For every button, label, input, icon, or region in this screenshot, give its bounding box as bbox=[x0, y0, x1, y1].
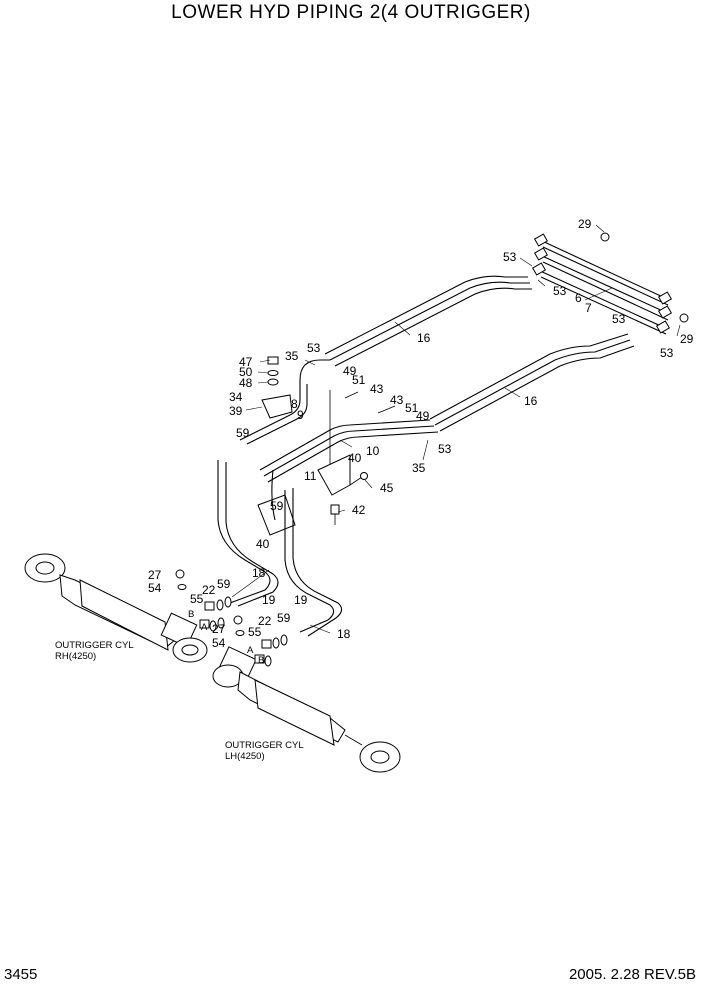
callout-53: 53 bbox=[612, 312, 626, 326]
callout-labels: 29 29 53 53 53 53 53 53 6 7 16 16 47 50 … bbox=[148, 217, 694, 650]
caption-rh-line1: OUTRIGGER CYL bbox=[55, 640, 134, 651]
callout-42: 42 bbox=[352, 503, 366, 517]
callout-29: 29 bbox=[578, 217, 592, 231]
callout-51: 51 bbox=[352, 373, 366, 387]
port-letters: B A A B bbox=[188, 609, 264, 666]
callout-48: 48 bbox=[239, 376, 253, 390]
callout-53: 53 bbox=[307, 341, 321, 355]
caption-lh-line2: LH(4250) bbox=[225, 751, 265, 762]
callout-49: 49 bbox=[416, 409, 430, 423]
callout-8: 8 bbox=[291, 397, 298, 411]
callout-16: 16 bbox=[524, 394, 538, 408]
callout-35: 35 bbox=[412, 461, 426, 475]
callout-47: 47 bbox=[239, 355, 253, 369]
callout-9: 9 bbox=[297, 408, 304, 422]
callout-35: 35 bbox=[285, 349, 299, 363]
port-a-rh: A bbox=[201, 622, 208, 633]
port-b-rh: B bbox=[188, 609, 194, 620]
callout-53: 53 bbox=[438, 442, 452, 456]
outrigger-cylinder-lh bbox=[212, 646, 401, 773]
callout-19: 19 bbox=[262, 593, 276, 607]
callout-45: 45 bbox=[380, 481, 394, 495]
callout-29: 29 bbox=[680, 332, 694, 346]
callout-10: 10 bbox=[366, 444, 380, 458]
callout-34: 34 bbox=[229, 390, 243, 404]
caption-lh-line1: OUTRIGGER CYL bbox=[225, 740, 304, 751]
callout-40: 40 bbox=[348, 451, 362, 465]
callout-54: 54 bbox=[212, 636, 226, 650]
hoses-18-19 bbox=[217, 460, 343, 637]
callout-54: 54 bbox=[148, 581, 162, 595]
callout-27: 27 bbox=[212, 622, 226, 636]
callout-22: 22 bbox=[258, 614, 272, 628]
central-pipes bbox=[239, 359, 439, 483]
callout-7: 7 bbox=[585, 301, 592, 315]
callout-53: 53 bbox=[553, 284, 567, 298]
callout-55: 55 bbox=[248, 625, 262, 639]
fittings-rh bbox=[175, 569, 232, 632]
fittings-lh bbox=[233, 615, 288, 667]
callout-6: 6 bbox=[575, 291, 582, 305]
callout-59: 59 bbox=[270, 499, 284, 513]
callout-27: 27 bbox=[148, 568, 162, 582]
callout-39: 39 bbox=[229, 404, 243, 418]
port-b-lh: B bbox=[258, 655, 264, 666]
callout-18: 18 bbox=[252, 566, 266, 580]
callout-53: 53 bbox=[660, 346, 674, 360]
callout-11: 11 bbox=[304, 469, 317, 483]
callout-40: 40 bbox=[256, 537, 270, 551]
port-a-lh: A bbox=[247, 645, 254, 656]
callout-59: 59 bbox=[236, 426, 250, 440]
bolts bbox=[330, 391, 396, 525]
caption-rh-line2: RH(4250) bbox=[55, 651, 96, 662]
callout-49: 49 bbox=[343, 364, 357, 378]
hose-16-lower bbox=[429, 333, 635, 432]
page-title: LOWER HYD PIPING 2(4 OUTRIGGER) bbox=[171, 2, 531, 23]
callout-55: 55 bbox=[190, 592, 204, 606]
callout-43: 43 bbox=[370, 382, 384, 396]
revision-date: 2005. 2.28 REV.5B bbox=[568, 966, 696, 983]
callout-51: 51 bbox=[405, 401, 419, 415]
bracket-40 bbox=[257, 454, 351, 536]
callout-59: 59 bbox=[277, 611, 291, 625]
callout-16: 16 bbox=[417, 331, 431, 345]
callout-59: 59 bbox=[217, 577, 231, 591]
hose-16-upper bbox=[324, 275, 532, 367]
captions: OUTRIGGER CYL RH(4250) OUTRIGGER CYL LH(… bbox=[55, 640, 304, 762]
clamp-34 bbox=[261, 356, 293, 419]
callout-19: 19 bbox=[294, 593, 308, 607]
callout-53: 53 bbox=[503, 250, 517, 264]
callout-22: 22 bbox=[202, 583, 216, 597]
page-number: 3455 bbox=[4, 966, 38, 983]
leader-lines bbox=[231, 224, 681, 634]
callout-18: 18 bbox=[337, 627, 351, 641]
callout-50: 50 bbox=[239, 365, 253, 379]
outrigger-cylinder-rh bbox=[24, 553, 208, 663]
callout-43: 43 bbox=[390, 393, 404, 407]
